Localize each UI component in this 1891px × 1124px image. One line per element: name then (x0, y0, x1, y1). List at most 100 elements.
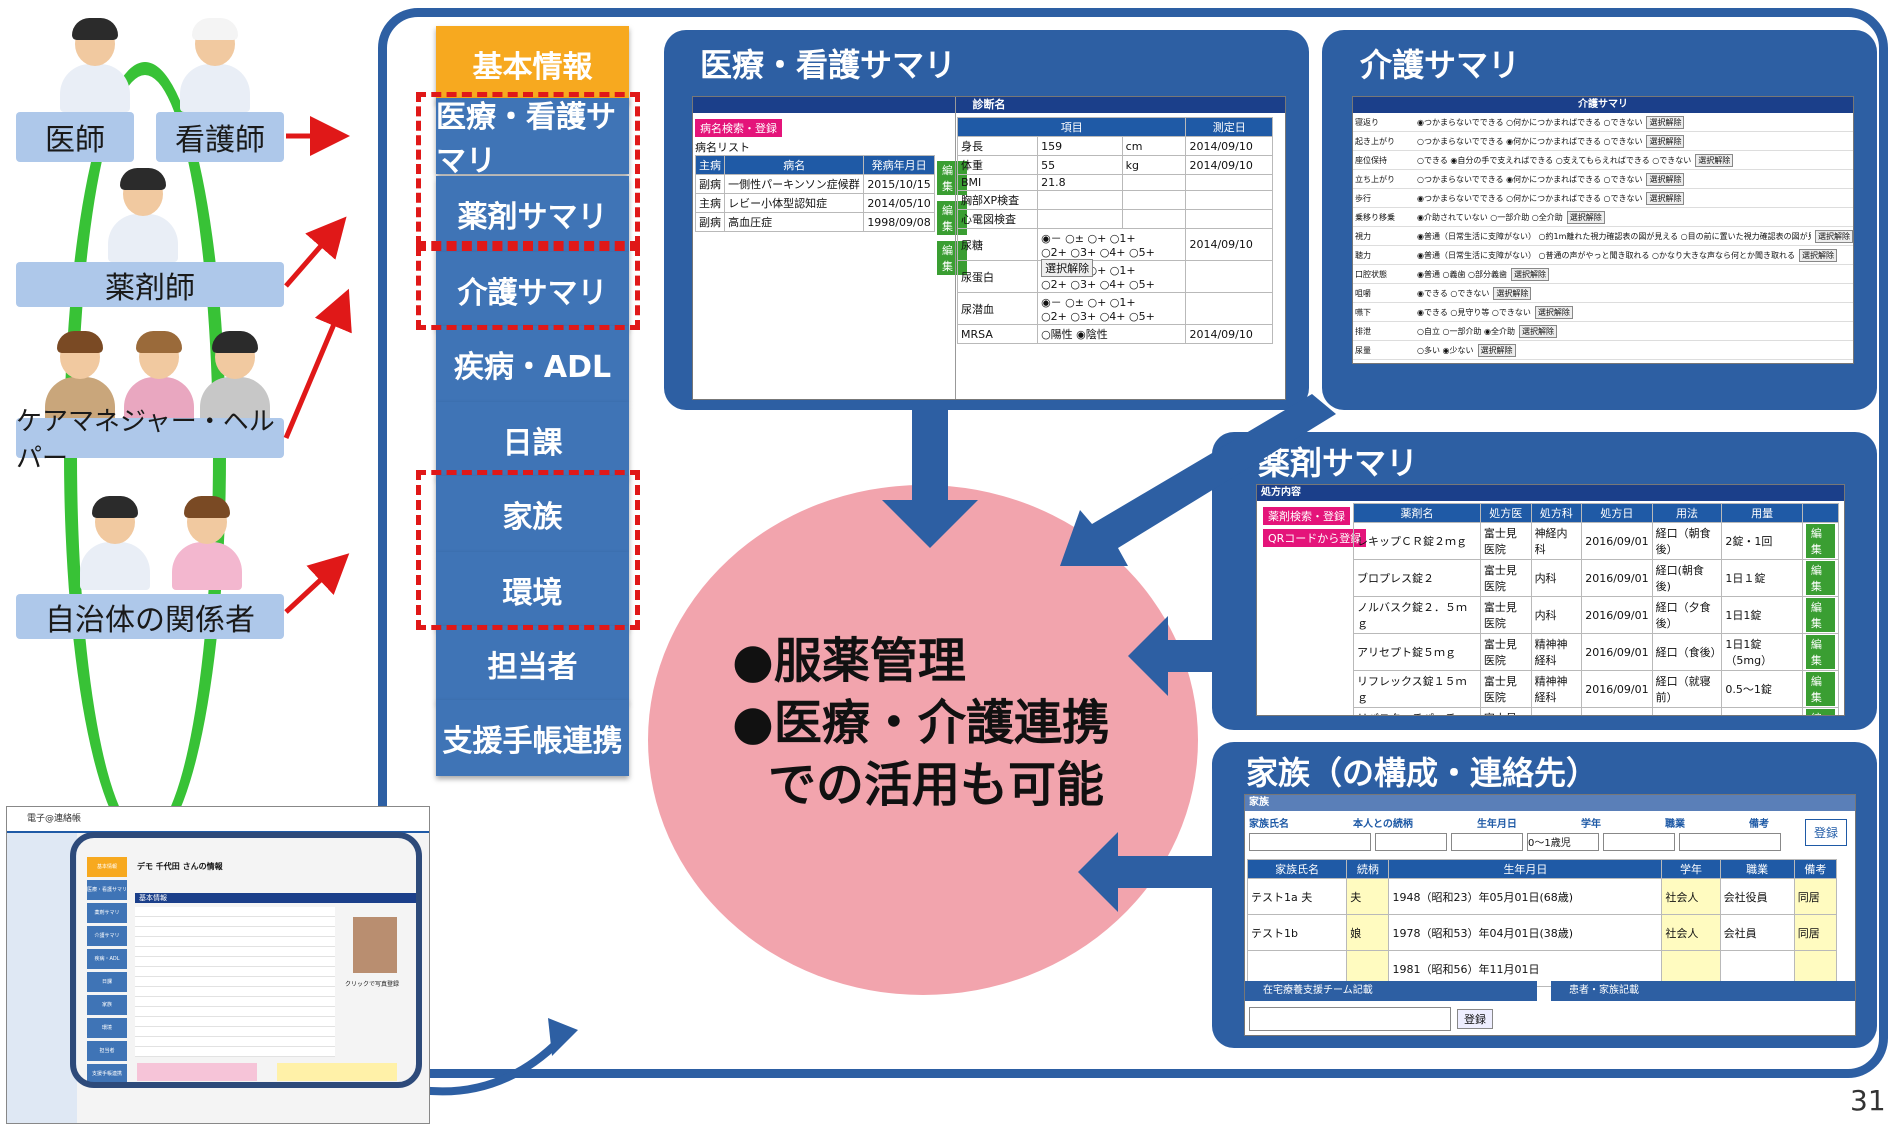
thumb-menu-item[interactable]: 介護サマリ (87, 926, 127, 946)
thumb-menu-item[interactable]: 支援手帳連携 (87, 1064, 127, 1084)
care-row-options[interactable]: ◉つかまらないでできる ○何かにつかまればできる ○できない (1417, 117, 1643, 127)
care-row-options[interactable]: ○つかまらないでできる ◉何かにつかまればできる ○できない (1417, 174, 1643, 184)
care-row-label: 咀嚼 (1355, 288, 1371, 298)
care-row: 座位保持○できる ◉自分の手で支えればできる ○支えてもらえればできる ○できな… (1353, 151, 1853, 170)
menu-family[interactable]: 家族 (436, 476, 629, 552)
menu-care-summary[interactable]: 介護サマリ (436, 252, 629, 328)
grade-select[interactable]: 0〜1歳児 (1527, 833, 1599, 851)
care-clear-button[interactable]: 選択解除 (1646, 115, 1685, 129)
urine-options[interactable]: ○2+ ○3+ ○4+ ○5+ (1041, 310, 1155, 323)
menu-medical-summary[interactable]: 医療・看護サマリ (436, 98, 629, 179)
thumb-menu-item[interactable]: 薬剤サマリ (87, 903, 127, 923)
job-input[interactable] (1603, 833, 1675, 851)
menu-drug-summary[interactable]: 薬剤サマリ (436, 176, 629, 252)
drug-edit-button[interactable]: 編集 (1805, 709, 1835, 715)
care-clear-button[interactable]: 選択解除 (1477, 343, 1516, 357)
care-row-options[interactable]: ◉介助されていない ○一部介助 ○全介助 (1417, 212, 1563, 222)
menu-environment[interactable]: 環境 (436, 552, 629, 628)
clear-selection-button[interactable]: 選択解除 (1041, 259, 1094, 277)
menu-basic-info[interactable]: 基本情報 (436, 26, 629, 102)
drug-edit-button[interactable]: 編集 (1805, 561, 1835, 595)
care-row: 咀嚼 ◉できる ○できない選択解除 (1353, 284, 1853, 303)
drug-doctor: 富士見医院 (1479, 559, 1532, 597)
vital-date[interactable]: 2014/09/10 (1185, 155, 1273, 175)
care-clear-button[interactable]: 選択解除 (1519, 324, 1558, 338)
urine-options[interactable]: ○2+ ○3+ ○4+ ○5+ (1041, 246, 1155, 259)
care-clear-button[interactable]: 選択解除 (1815, 229, 1853, 243)
care-clear-button[interactable]: 選択解除 (1534, 305, 1573, 319)
thumb-menu-item[interactable]: 環境 (87, 1018, 127, 1038)
thumb-photo (353, 917, 397, 973)
family-register-button[interactable]: 登録 (1805, 819, 1848, 846)
care-row-options[interactable]: ◉つかまらないでできる ○何かにつかまればできる ○できない (1417, 193, 1643, 203)
menu-daily-routine[interactable]: 日課 (436, 402, 629, 478)
urine-options[interactable]: ○2+ ○3+ ○4+ ○5+ (1041, 278, 1155, 291)
disease-table: 主病 病名 発病年月日 副病 一側性パーキンソン症候群 2015/10/15 主… (694, 155, 935, 232)
family-screenshot: 家族 家族氏名 本人との続柄 生年月日 学年 職業 備考 0〜1歳児 登録 家族… (1244, 794, 1856, 1036)
drug-search-button[interactable]: 薬剤検索・登録 (1263, 507, 1350, 525)
care-row-options[interactable]: ○できる ◉自分の手で支えればできる ○支えてもらえればできる ○できない (1417, 155, 1692, 165)
relation-input[interactable] (1375, 833, 1447, 851)
care-row-options[interactable]: ◉普通（日常生活に支障がない） ○普通の声がやっと聞き取れる ○かなり大きな声な… (1417, 250, 1796, 260)
doctor-figure (60, 18, 130, 112)
disease-type-select[interactable]: 主病 (694, 193, 726, 213)
care-row-options[interactable]: ○自立 ○一部介助 ◉全介助 (1417, 326, 1516, 336)
mrsa-date[interactable]: 2014/09/10 (1185, 324, 1273, 344)
drug-edit-button[interactable]: 編集 (1805, 635, 1835, 669)
drug-edit-button[interactable]: 編集 (1805, 524, 1835, 558)
family-header-job: 職業 (1719, 859, 1795, 879)
mrsa-options[interactable]: ○陽性 ◉陰性 (1037, 324, 1187, 344)
thumb-menu-item[interactable]: 担当者 (87, 1041, 127, 1061)
care-clear-button[interactable]: 選択解除 (1646, 134, 1685, 148)
drug-name: ブロプレス錠２ (1353, 559, 1481, 597)
urine-date[interactable]: 2014/09/10 (1185, 228, 1273, 261)
care-row-options[interactable]: ○多い ◉少ない (1417, 345, 1474, 355)
qr-register-button[interactable]: QRコードから登録 (1263, 529, 1367, 547)
thumb-menu-item[interactable]: 家族 (87, 995, 127, 1015)
thumb-menu-item[interactable]: 疾病・ADL (87, 949, 127, 969)
urine-options[interactable]: ◉－ ○± ○+ ○1+ (1041, 296, 1136, 309)
disease-edit-buttons: 編集 編集 編集 (937, 161, 967, 275)
care-row-options[interactable]: ◉できる ○見守り等 ○できない (1417, 307, 1531, 317)
care-row-options[interactable]: ◉普通 ○義歯 ○部分義歯 (1417, 269, 1508, 279)
thumb-menu-item[interactable]: 基本情報 (87, 857, 127, 877)
urine-options[interactable]: ◉－ ○± ○+ ○1+ (1041, 232, 1136, 245)
thumb-menu-item[interactable]: 医療・看護サマリ (87, 880, 127, 900)
disease-type-select[interactable]: 副病 (694, 212, 726, 232)
birth-input[interactable] (1451, 833, 1523, 851)
drug-edit-button[interactable]: 編集 (1805, 672, 1835, 706)
care-figure-3 (200, 331, 270, 425)
drug-name: リバスタッチパッチ４．５ｍｇ (1353, 707, 1481, 715)
thumb-menu-item[interactable]: 日課 (87, 972, 127, 992)
care-clear-button[interactable]: 選択解除 (1493, 286, 1532, 300)
care-clear-button[interactable]: 選択解除 (1799, 248, 1838, 262)
care-row-options[interactable]: ◉普通（日常生活に支障がない） ○約1m離れた視力確認表の図が見える ○目の前に… (1417, 231, 1811, 241)
care-clear-button[interactable]: 選択解除 (1646, 172, 1685, 186)
care-clear-button[interactable]: 選択解除 (1695, 153, 1734, 167)
menu-disease-adl[interactable]: 疾病・ADL (436, 326, 629, 402)
menu-staff[interactable]: 担当者 (436, 626, 629, 702)
menu-support-notebook[interactable]: 支援手帳連携 (436, 700, 629, 776)
disease-type-select[interactable]: 副病 (694, 174, 726, 194)
team-record-textarea[interactable] (1249, 1007, 1451, 1031)
thumb-highlight (70, 832, 422, 1088)
family-job: 会社役員 (1719, 878, 1795, 915)
care-rows: 寝返り◉つかまらないでできる ○何かにつかまればできる ○できない選択解除起き上… (1353, 113, 1853, 360)
disease-search-button[interactable]: 病名検索・登録 (695, 119, 782, 137)
care-row-options[interactable]: ◉できる ○できない (1417, 288, 1490, 298)
care-clear-button[interactable]: 選択解除 (1646, 191, 1685, 205)
thumb-menu: 基本情報医療・看護サマリ薬剤サマリ介護サマリ疾病・ADL 日課家族環境担当者支援手… (87, 857, 127, 1097)
care-row-options[interactable]: ○つかまらないでできる ◉何かにつかまればできる ○できない (1417, 136, 1643, 146)
drug-edit-button[interactable]: 編集 (1805, 598, 1835, 632)
family-name-input[interactable] (1249, 833, 1371, 851)
arrow-thumbnail (419, 1037, 563, 1096)
note-input[interactable] (1679, 833, 1781, 851)
highlight-family-environment (416, 470, 640, 630)
care-clear-button[interactable]: 選択解除 (1566, 210, 1605, 224)
team-record-register-button[interactable]: 登録 (1457, 1009, 1493, 1029)
care-clear-button[interactable]: 選択解除 (1511, 267, 1550, 281)
